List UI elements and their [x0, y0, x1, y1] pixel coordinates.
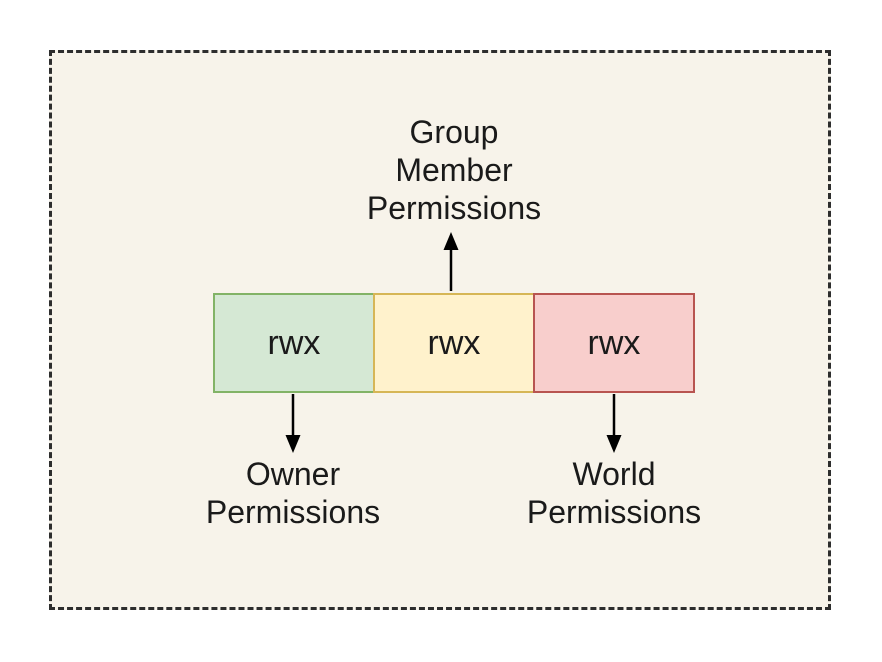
world-permissions-label: World Permissions [526, 456, 702, 530]
owner-permissions-label: Owner Permissions [205, 456, 381, 530]
world-permission-box: rwx [533, 293, 695, 393]
arrow-down-icon [285, 394, 301, 453]
group-permission-box: rwx [373, 293, 535, 393]
arrow-up-icon [443, 232, 459, 291]
arrow-down-icon [606, 394, 622, 453]
owner-permission-box: rwx [213, 293, 375, 393]
group-member-permissions-label: Group Member Permissions [366, 114, 542, 226]
dashed-frame: Group Member Permissions rwx rwx rwx Own… [49, 50, 831, 610]
permission-bits-row: rwx rwx rwx [213, 293, 695, 393]
